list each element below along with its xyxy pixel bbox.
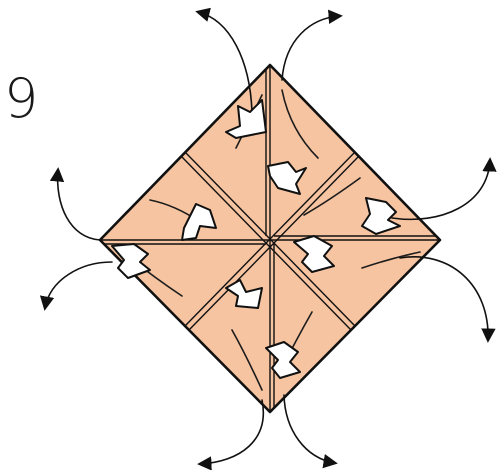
pull-out-arrow-icon (197, 399, 265, 470)
pull-out-arrow-icon (195, 7, 253, 113)
open-flap-arrows (111, 99, 401, 379)
open-flap-arrow-icon (225, 99, 267, 139)
pull-out-arrow-icon (281, 9, 343, 81)
open-flap-arrow-icon (361, 197, 401, 235)
open-flap-arrow-icon (181, 203, 217, 241)
step-number: 9 (4, 67, 39, 130)
open-flap-arrow-icon (293, 235, 335, 273)
open-flap-arrow-icon (111, 243, 151, 279)
pull-out-arrow-icon (399, 256, 496, 343)
crease-lines (100, 65, 440, 412)
pull-out-arrow-icon (49, 167, 101, 241)
open-flap-arrow-icon (267, 161, 307, 195)
pull-out-arrows (39, 7, 497, 470)
pull-out-arrow-icon (283, 394, 338, 469)
pull-out-arrow-icon (39, 261, 113, 311)
open-flap-arrow-icon (265, 341, 301, 379)
pull-out-arrow-icon (391, 157, 497, 221)
open-flap-arrow-icon (225, 279, 263, 309)
